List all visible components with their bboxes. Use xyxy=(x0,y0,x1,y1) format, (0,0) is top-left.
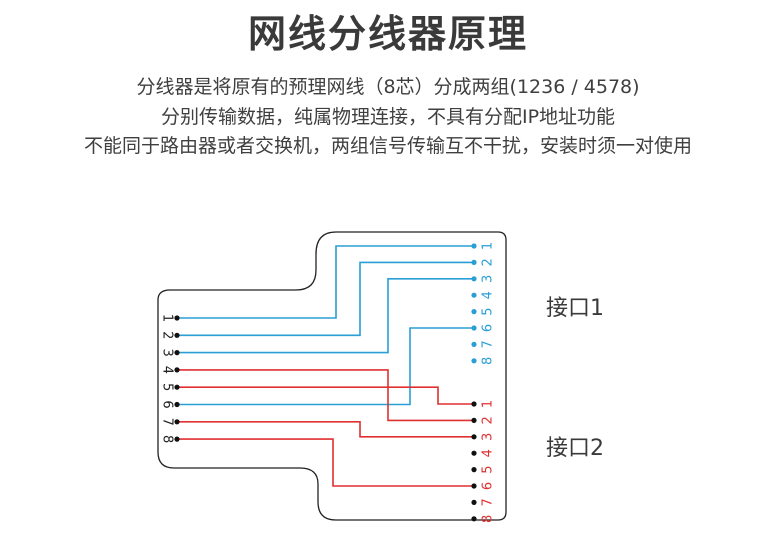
port2-pin-2-dot xyxy=(471,417,477,423)
wire-7-to-port2-3 xyxy=(177,420,474,438)
input-pin-1-label: 1 xyxy=(160,314,175,322)
port1-pin-8-label: 8 xyxy=(481,357,496,365)
port2-label: 接口2 xyxy=(546,436,604,461)
port2-pin-4-dot xyxy=(471,450,477,456)
input-pin-6-dot xyxy=(174,401,180,408)
port2-pin-5-label: 5 xyxy=(481,465,496,473)
port1-pin-5-label: 5 xyxy=(481,307,496,315)
port1-pin-4-label: 4 xyxy=(481,291,496,299)
input-pin-6-label: 6 xyxy=(160,400,175,408)
input-pin-4-label: 4 xyxy=(160,366,175,374)
input-pin-2-label: 2 xyxy=(160,331,175,339)
input-pin-7-dot xyxy=(174,419,180,425)
wire-1-to-port1-1 xyxy=(177,245,474,319)
port2-pin-2-label: 2 xyxy=(481,416,496,424)
port1-pin-2-label: 2 xyxy=(481,258,496,266)
port2-pin-5-dot xyxy=(471,467,477,473)
port2-pin-7-label: 7 xyxy=(481,498,496,506)
port2-pin-3-dot xyxy=(471,434,477,440)
port1-pin-5-dot xyxy=(471,309,477,315)
pin-dots-group xyxy=(174,243,477,522)
port1-pin-1-dot xyxy=(471,243,477,249)
input-pin-5-dot xyxy=(174,384,180,390)
pin-numbers-group: 1 2 3 4 5 6 7 8 1 2 3 4 5 6 7 8 1 2 3 4 5 6 7 8 xyxy=(160,242,496,523)
port1-pin-6-label: 6 xyxy=(481,324,496,332)
port2-pin-8-dot xyxy=(471,516,477,522)
port2-pin-3-label: 3 xyxy=(481,433,496,441)
port1-pin-1-label: 1 xyxy=(481,242,496,250)
port1-pin-8-dot xyxy=(471,358,477,364)
description-line-3: 不能同于路由器或者交换机，两组信号传输互不干扰，安装时须一对使用 xyxy=(83,135,692,157)
wire-5-to-port2-1 xyxy=(177,386,474,405)
port2-pin-8-label: 8 xyxy=(481,515,496,523)
description-line-1: 分线器是将原有的预理网线（8芯）分成两组(1236 / 4578) xyxy=(136,76,640,98)
port2-pin-6-dot xyxy=(471,483,477,489)
port1-pin-7-label: 7 xyxy=(481,340,496,348)
port1-label: 接口1 xyxy=(546,296,604,321)
port1-pin-3-dot xyxy=(471,276,477,282)
page-title: 网线分线器原理 xyxy=(247,12,528,56)
port2-pin-6-label: 6 xyxy=(481,482,496,490)
port1-pin-3-label: 3 xyxy=(481,275,496,283)
wire-2-to-port1-2 xyxy=(177,261,474,337)
input-pin-1-dot xyxy=(174,315,180,321)
input-pin-3-dot xyxy=(174,350,180,356)
input-pin-8-label: 8 xyxy=(160,435,175,443)
port2-pin-7-dot xyxy=(471,499,477,505)
port2-pin-4-label: 4 xyxy=(481,449,496,457)
description-line-2: 分别传输数据，纯属物理连接，不具有分配IP地址功能 xyxy=(160,106,616,128)
input-pin-7-label: 7 xyxy=(160,418,175,426)
port1-pin-6-dot xyxy=(471,325,477,331)
wire-6-to-port1-6 xyxy=(177,327,474,406)
wires-group xyxy=(177,245,474,487)
port1-pin-4-dot xyxy=(471,292,477,298)
port1-pin-7-dot xyxy=(471,341,477,347)
wire-8-to-port2-6 xyxy=(177,438,474,487)
splitter-outline xyxy=(157,231,507,521)
wire-3-to-port1-3 xyxy=(177,277,474,354)
wire-4-to-port2-2 xyxy=(177,369,474,422)
port2-pin-1-label: 1 xyxy=(481,400,496,408)
port1-pin-2-dot xyxy=(471,259,477,265)
input-pin-8-dot xyxy=(174,436,180,442)
input-pin-4-dot xyxy=(174,367,180,373)
input-pin-3-label: 3 xyxy=(160,348,175,356)
input-pin-5-label: 5 xyxy=(160,383,175,391)
input-pin-2-dot xyxy=(174,332,180,338)
port2-pin-1-dot xyxy=(471,401,477,407)
